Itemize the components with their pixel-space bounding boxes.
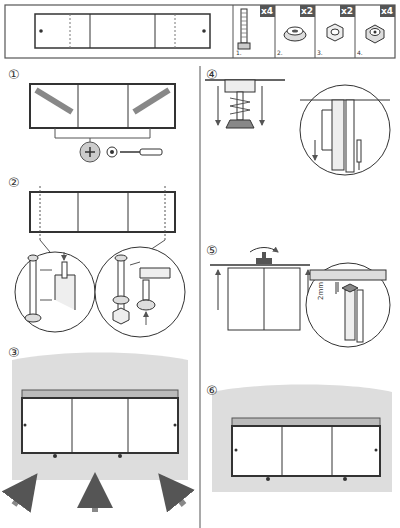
step-number: ② [8,176,20,189]
part-number: 3. [317,50,323,56]
step-number: ④ [206,68,218,81]
step-number: ③ [8,346,20,359]
step-number: ⑤ [206,244,218,257]
dimension-label: 2mm [318,282,325,300]
part-number: 1. [236,50,242,56]
step-number: ① [8,68,20,81]
part-number: 4. [357,50,363,56]
part-number: 2. [277,50,283,56]
step-number: ⑥ [206,384,218,397]
quantity-badge: x4 [381,7,393,16]
quantity-badge: x2 [301,7,313,16]
quantity-badge: x2 [341,7,353,16]
quantity-badge: x4 [261,7,273,16]
